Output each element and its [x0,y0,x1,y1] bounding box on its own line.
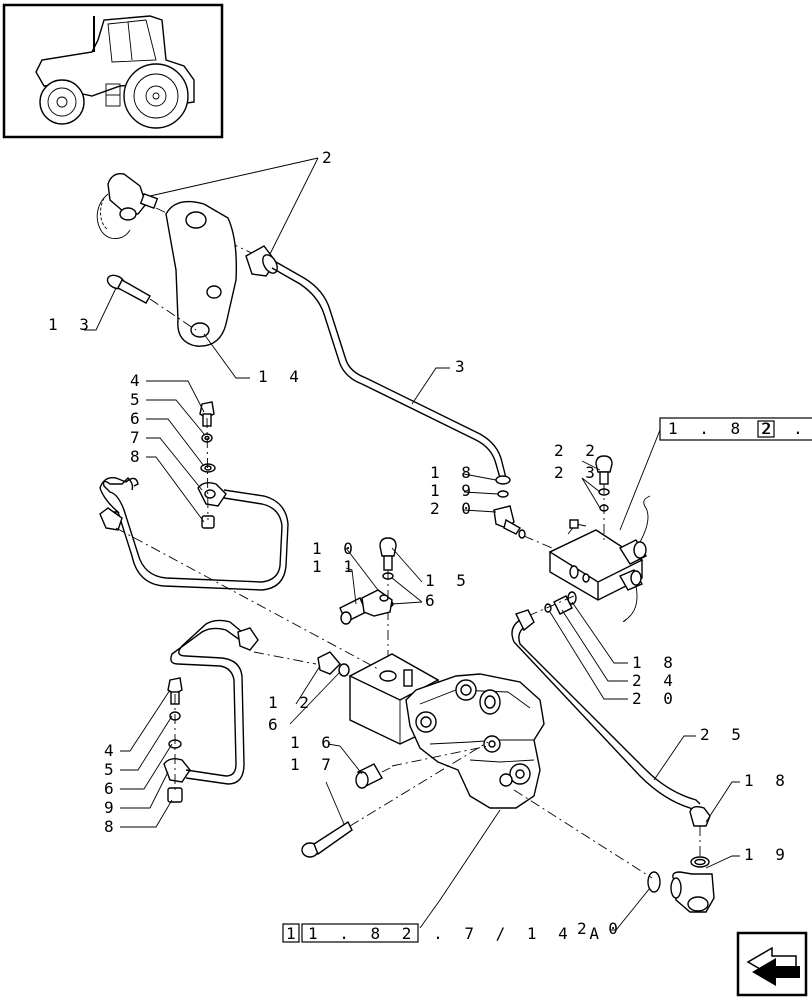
label-6-left: 6 [268,715,284,734]
label-11: 1 1 [312,557,359,576]
distributor-body [405,673,545,809]
plug-12-ring-6 [317,651,350,677]
label-18-top: 1 8 [430,463,477,482]
label-20-bottom: 2 0 [577,919,624,938]
reference-box-number-bottom: 1 [286,924,302,943]
sensor-16 [355,763,391,789]
label-24: 2 4 [632,671,679,690]
quick-coupler-2-pipe-end [245,245,278,277]
pipe-25 [511,609,711,827]
label-18-middle: 1 8 [632,653,679,672]
bolt-17 [301,820,353,858]
label-3: 3 [455,357,471,376]
label-6-upper: 6 [130,409,146,428]
label-17: 1 7 [290,755,337,774]
label-10: 1 0 [312,539,359,558]
reference-box-number-top-right: 2 [761,419,777,438]
fitting-stack-upper [197,401,227,529]
pipe-3 [271,261,511,485]
reference-text-bottom: 1 . 8 2 . 7 / 1 4 A [308,924,605,943]
pipe-loop-upper [99,477,289,591]
label-23: 2 3 [554,463,601,482]
fitting-18-24-20-middle [544,591,577,615]
reference-box-bottom[interactable]: 1 1 . 8 2 . 7 / 1 4 A [282,923,605,943]
label-5-lower: 5 [104,760,120,779]
label-2: 2 [322,148,338,167]
adapter-10-11 [339,589,393,625]
quick-coupler-2-top [96,173,159,239]
label-20-top: 2 0 [430,499,477,518]
label-15: 1 5 [425,571,472,590]
label-4-lower: 4 [104,741,120,760]
tractor-icon [35,15,195,129]
label-5-upper: 5 [130,390,146,409]
label-25: 2 5 [700,725,747,744]
label-4-upper: 4 [130,371,146,390]
fitting-stack-lower [163,677,191,803]
next-page-arrow-icon[interactable] [736,931,808,997]
label-8-lower: 8 [104,817,120,836]
reference-box-top-right[interactable]: 1 . 8 2 . 7 / 1 2 [659,417,812,441]
label-13: 1 3 [48,315,95,334]
tractor-thumbnail[interactable] [2,3,224,139]
label-20-middle: 2 0 [632,689,679,708]
label-6-center: 6 [425,591,441,610]
valve-block-solenoid [548,495,651,623]
bracket-14 [165,200,238,347]
screw-13 [106,274,151,304]
label-19-bottom: 1 9 [744,845,791,864]
elbow-fitting-18-19-20-top [493,490,526,539]
label-16: 1 6 [290,733,337,752]
label-22: 2 2 [554,441,601,460]
reference-text-top-right: 1 . 8 2 . 7 / 1 [668,419,812,438]
label-6-lower: 6 [104,779,120,798]
label-18-bottom: 1 8 [744,771,791,790]
label-9: 9 [104,798,120,817]
elbow-19-oring-20-bottom [647,856,715,913]
label-7-upper: 7 [130,428,146,447]
label-8-upper: 8 [130,447,146,466]
label-19-top: 1 9 [430,481,477,500]
label-12: 1 2 [268,693,315,712]
label-14: 1 4 [258,367,305,386]
pipe-loop-lower [170,619,259,785]
